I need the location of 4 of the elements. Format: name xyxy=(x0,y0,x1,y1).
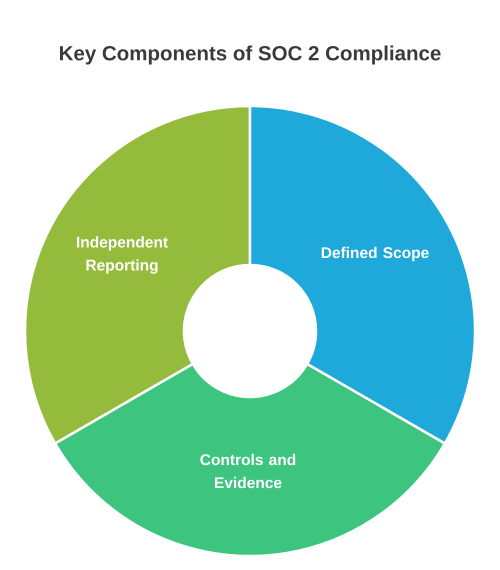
title: Key Components of SOC 2 Compliance xyxy=(60,45,441,65)
donut-segment: Defined Scope xyxy=(248,104,476,445)
donut-segment: Independent Reporting xyxy=(24,104,252,445)
donut-segment: Controls and Evidence xyxy=(54,362,446,558)
